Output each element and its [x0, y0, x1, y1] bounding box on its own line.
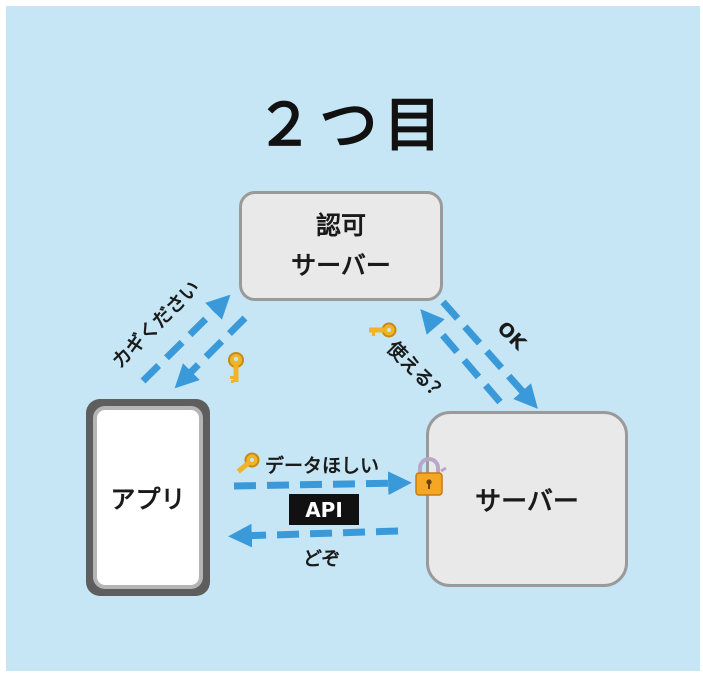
key-icon	[369, 322, 397, 338]
diagram-title: ２つ目	[255, 91, 448, 159]
arrow-auth-to-server	[440, 299, 538, 409]
label-here-you-go: どぞ	[303, 548, 341, 570]
key-icon	[236, 452, 260, 474]
key-icon	[228, 352, 244, 383]
label-want-data: データほしい	[265, 455, 380, 477]
arrow-app-to-server	[233, 471, 412, 496]
arrow-auth-to-app	[174, 315, 248, 389]
arrow-app-to-auth	[140, 294, 231, 384]
api-label: API	[305, 497, 343, 522]
arrow-server-to-app	[228, 523, 399, 548]
api-badge: API	[289, 494, 359, 525]
resource-server-label: サーバー	[475, 486, 579, 517]
padlock-icon	[415, 457, 447, 496]
app-node: アプリ	[93, 406, 203, 589]
arrow-server-to-auth	[420, 308, 503, 405]
app-phone-frame: アプリ	[86, 399, 210, 596]
auth-server-label-line2: サーバー	[291, 251, 391, 280]
auth-server-node: 認可 サーバー	[239, 191, 443, 301]
auth-server-label-line1: 認可	[315, 211, 366, 240]
resource-server-node: サーバー	[426, 411, 628, 587]
app-label: アプリ	[110, 484, 186, 514]
